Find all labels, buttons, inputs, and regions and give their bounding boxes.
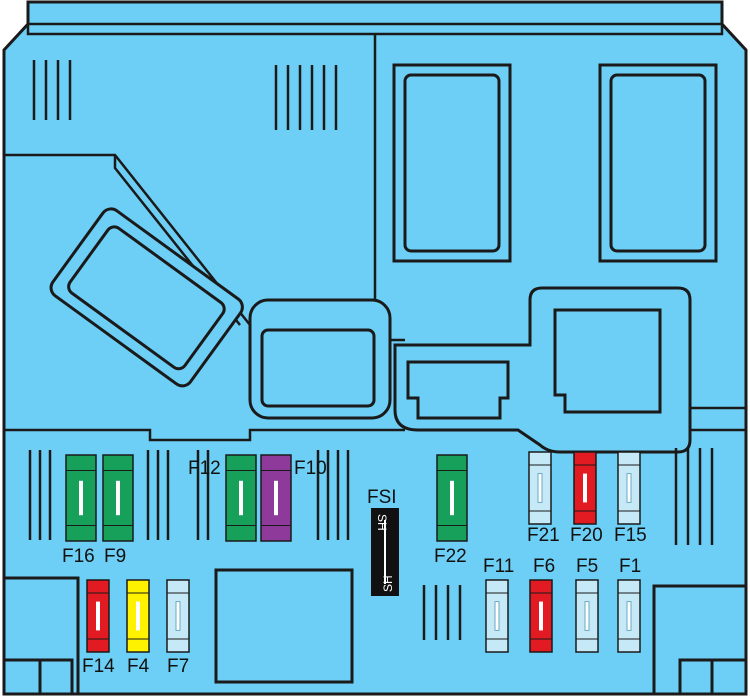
fuse-label: F15 <box>614 525 647 546</box>
fuse-label: F12 <box>188 458 221 479</box>
upper-compartment-lines <box>4 22 746 442</box>
fuse-element <box>626 601 632 631</box>
top-relays <box>392 63 718 263</box>
fuse-label: F11 <box>483 556 514 577</box>
fuse-body <box>436 454 468 542</box>
fuse-element <box>584 601 590 631</box>
fuse-f14[interactable]: F14 <box>82 579 115 677</box>
fuse-element <box>583 473 587 503</box>
fuse-f5[interactable]: F5 <box>575 556 599 653</box>
fuse-f1[interactable]: F1 <box>617 556 641 653</box>
fuse-f20[interactable]: F20 <box>570 451 603 546</box>
fuse-f4[interactable]: F4 <box>126 579 150 677</box>
fuse-element <box>79 480 83 516</box>
fuse-element <box>539 601 543 631</box>
left-tilted-relay <box>49 207 244 388</box>
fuse-f16[interactable]: F16 <box>62 454 97 567</box>
fuse-element <box>537 473 543 503</box>
fuse-f9[interactable]: F9 <box>102 454 134 567</box>
fuse-element <box>96 601 100 631</box>
fuse-f11[interactable]: F11 <box>483 556 514 653</box>
shunt-label: FSI <box>367 487 397 508</box>
fuse-element <box>116 480 120 516</box>
fuse-f21[interactable]: F21 <box>527 451 560 546</box>
shunt-fsi[interactable]: FSI SH SH <box>367 487 399 596</box>
fuse-element <box>450 480 454 516</box>
fuse-element <box>175 601 181 631</box>
fuse-label: F14 <box>82 656 115 677</box>
fuse-f7[interactable]: F7 <box>166 579 190 677</box>
vent-slats <box>28 60 714 640</box>
fuse-label: F9 <box>104 546 126 567</box>
fuse-f15[interactable]: F15 <box>614 451 647 546</box>
fuse-label: F16 <box>62 546 95 567</box>
fuse-element <box>274 480 278 516</box>
fuse-label: F20 <box>570 525 603 546</box>
shunt-text-bottom: SH <box>381 575 395 592</box>
bottom-blocks <box>2 568 748 696</box>
fuse-f12[interactable]: F12 <box>188 454 257 542</box>
fuse-label: F22 <box>434 546 467 567</box>
fuse-label: F10 <box>294 458 327 479</box>
fuse-element <box>136 601 140 631</box>
fuse-label: F21 <box>527 525 560 546</box>
fuse-label: F1 <box>619 556 641 577</box>
shunt-text-top: SH <box>375 514 389 531</box>
fuse-f10[interactable]: F10 <box>260 454 327 542</box>
fuse-element <box>239 480 243 516</box>
fuse-label: F4 <box>127 656 150 677</box>
fuse-label: F7 <box>167 656 189 677</box>
fuse-label: F5 <box>576 556 598 577</box>
fuse-f6[interactable]: F6 <box>529 556 555 653</box>
fuse-element <box>626 473 632 503</box>
fuse-f22[interactable]: F22 <box>434 454 468 567</box>
fuse-element <box>494 601 500 631</box>
fuse-label: F6 <box>533 556 555 577</box>
